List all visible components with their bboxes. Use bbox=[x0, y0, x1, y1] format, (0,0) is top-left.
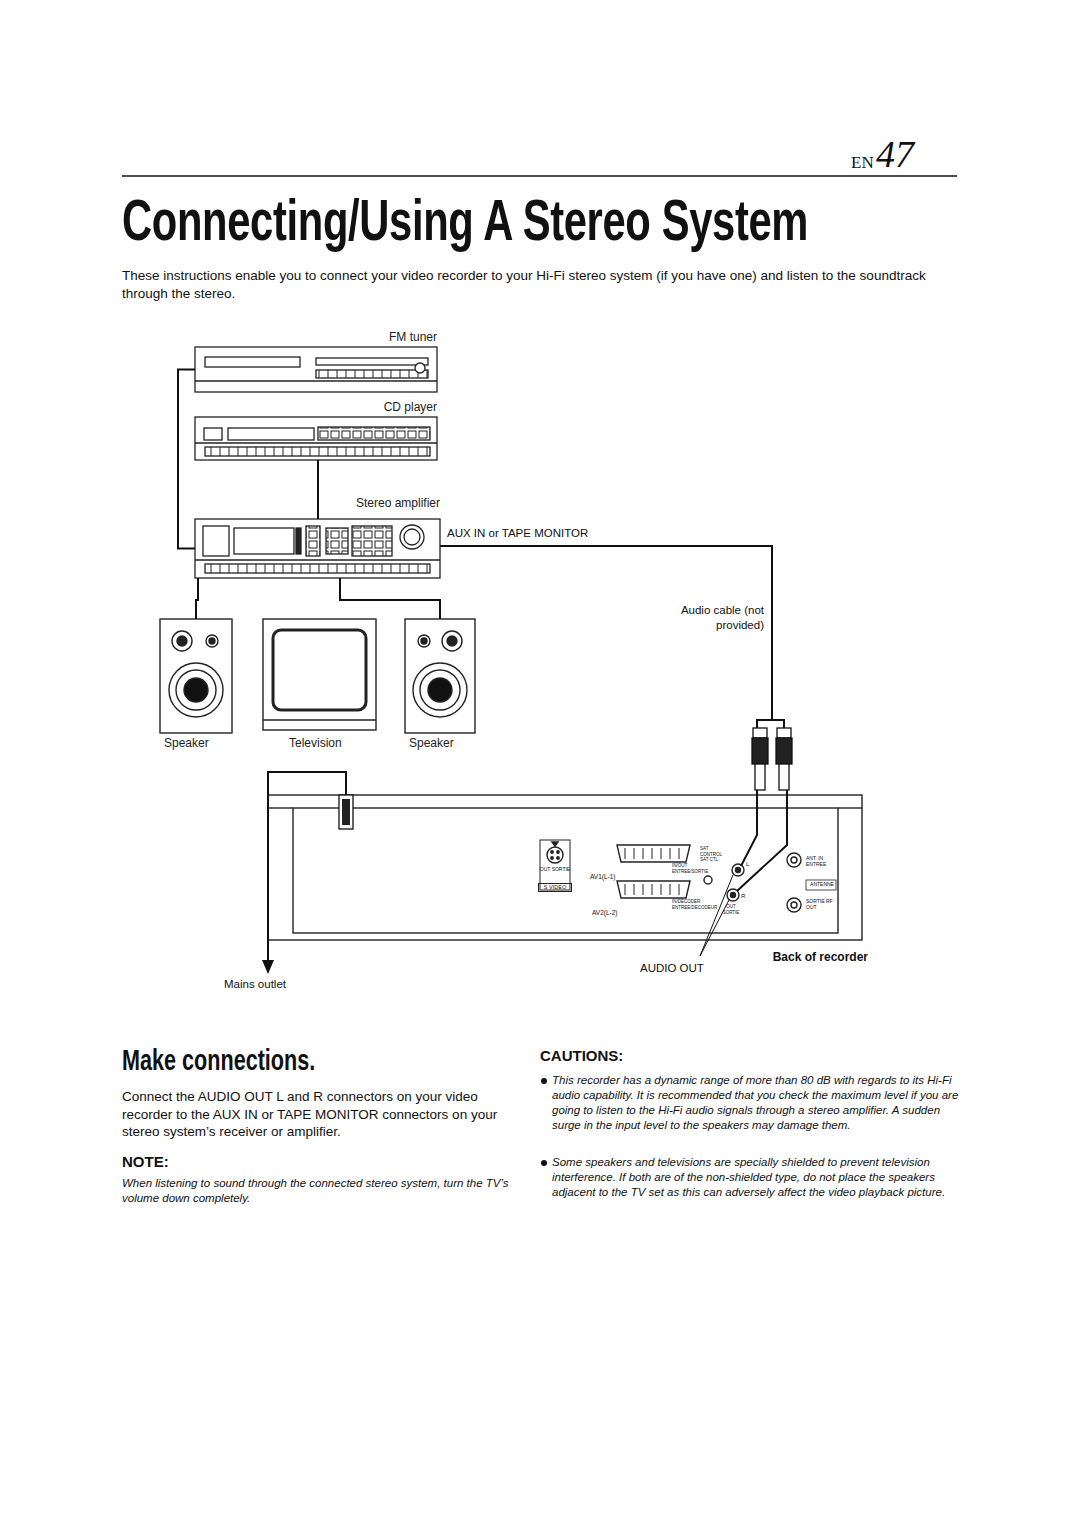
note-heading: NOTE: bbox=[122, 1152, 169, 1172]
caution-text: This recorder has a dynamic range of mor… bbox=[552, 1073, 962, 1133]
port-label: IN/DECODER ENTREE/DECODEUR bbox=[672, 899, 710, 910]
device-box: FM tuner bbox=[195, 347, 437, 392]
port-label: OUT SORTIE bbox=[718, 904, 744, 915]
port-label: AV1(L-1) bbox=[590, 873, 616, 881]
port-label: S VIDEO bbox=[538, 883, 572, 892]
intro-text: These instructions enable you to connect… bbox=[122, 267, 962, 302]
bullet bbox=[541, 1160, 547, 1166]
port-label: OUT SORTIE bbox=[538, 866, 572, 872]
page-label: EN bbox=[851, 152, 874, 174]
device-box: Television bbox=[263, 619, 376, 730]
device-label: Stereo amplifier bbox=[356, 496, 440, 510]
rca-plug bbox=[752, 728, 792, 790]
connection-wire bbox=[196, 578, 198, 619]
amplifier-drawing bbox=[195, 519, 440, 578]
device-label: CD player bbox=[384, 400, 437, 414]
port-label: IN/OUT ENTREE/SORTIE bbox=[672, 863, 704, 874]
device-box: Stereo amplifier bbox=[195, 519, 440, 578]
device-label: Speaker bbox=[164, 736, 209, 750]
cautions-heading: CAUTIONS: bbox=[540, 1046, 623, 1066]
audio-cable bbox=[440, 546, 772, 728]
television-drawing bbox=[263, 619, 376, 730]
bullet bbox=[541, 1078, 547, 1084]
port-label: L bbox=[746, 861, 749, 869]
port-label: AV2(L-2) bbox=[592, 909, 618, 917]
port-label: ANT. IN ENTREE bbox=[806, 855, 840, 868]
body-text: Connect the AUDIO OUT L and R connectors… bbox=[122, 1088, 522, 1141]
cable-label: Audio cable (not provided) bbox=[664, 603, 764, 633]
page-title: Connecting/Using A Stereo System bbox=[122, 186, 808, 253]
port-label: SAT CONTROL SAT CTL bbox=[700, 846, 722, 863]
speaker-drawing bbox=[160, 619, 232, 733]
connection-wire bbox=[318, 460, 319, 519]
device-box: Speaker bbox=[160, 619, 232, 733]
port-label: SORTIE RF OUT bbox=[806, 898, 840, 911]
recorder-drawing bbox=[268, 795, 862, 940]
port-label: AUDIO OUT bbox=[640, 961, 704, 976]
device-label: Speaker bbox=[409, 736, 454, 750]
leader-line bbox=[700, 875, 733, 956]
device-box: Speaker bbox=[405, 619, 475, 733]
device-label: FM tuner bbox=[389, 330, 437, 344]
note-text: When listening to sound through the conn… bbox=[122, 1176, 522, 1206]
connector-label: AUX IN or TAPE MONITOR bbox=[447, 526, 588, 541]
header-rule bbox=[122, 175, 957, 177]
connection-wire bbox=[178, 370, 195, 549]
device-label: Television bbox=[289, 736, 342, 750]
caution-text: Some speakers and televisions are specia… bbox=[552, 1155, 962, 1200]
connection-wire bbox=[340, 578, 440, 619]
device-label: Back of recorder bbox=[773, 950, 868, 964]
page-number: 47 bbox=[876, 130, 914, 179]
fm-tuner-drawing bbox=[195, 347, 437, 392]
section-heading: Make connections. bbox=[122, 1040, 315, 1079]
port-label: R bbox=[741, 893, 745, 901]
cd-player-drawing bbox=[195, 417, 437, 460]
port-label: ANTENNE bbox=[807, 881, 837, 887]
device-box: CD player bbox=[195, 417, 437, 460]
speaker-drawing bbox=[405, 619, 475, 733]
mains-cord bbox=[262, 772, 353, 974]
outlet-label: Mains outlet bbox=[224, 977, 286, 992]
